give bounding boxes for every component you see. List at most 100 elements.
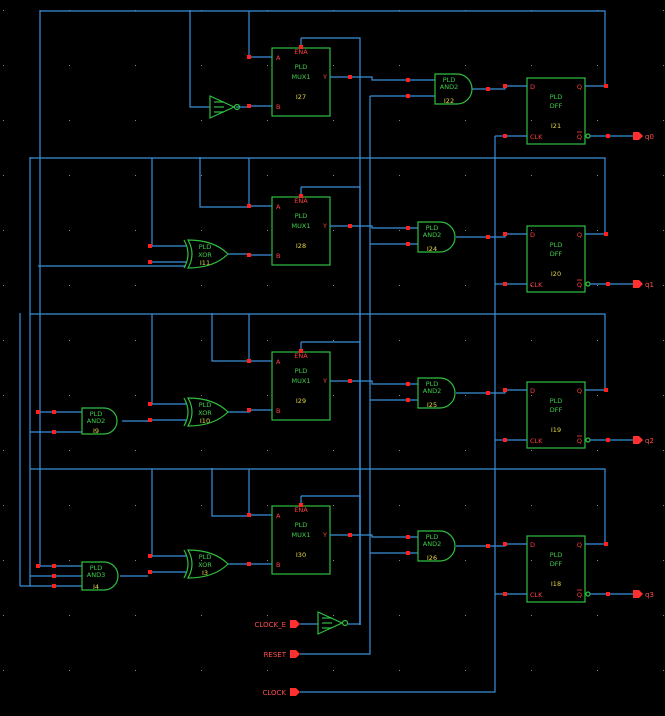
grid-dot: [267, 230, 268, 231]
grid-dot: [3, 285, 4, 286]
and-gate-row-3-inst: I26: [427, 554, 437, 562]
output-q0[interactable]: q0: [633, 132, 654, 141]
grid-dot: [333, 340, 334, 341]
grid-dot: [399, 395, 400, 396]
grid-dot: [135, 670, 136, 671]
mux-y-label: Y: [322, 222, 327, 230]
grid-dot: [399, 560, 400, 561]
dff-type-label: DFF: [550, 250, 563, 258]
output-q3[interactable]: q3: [633, 590, 654, 599]
pin-dot: [486, 391, 490, 395]
pin-dot: [247, 104, 251, 108]
input-reset[interactable]: RESET: [264, 650, 300, 659]
grid-dot: [399, 450, 400, 451]
grid-dot: [333, 175, 334, 176]
pin-dot: [406, 398, 410, 402]
mux-b-label: B: [276, 103, 280, 111]
pin-dot: [299, 194, 303, 198]
pin-dot: [247, 253, 251, 257]
output-q2[interactable]: q2: [633, 436, 654, 445]
input-clock[interactable]: CLOCK: [262, 688, 300, 697]
pin-dot: [604, 232, 608, 236]
q-feedback-2: [30, 313, 606, 390]
grid-dot: [3, 120, 4, 121]
grid-dot: [333, 505, 334, 506]
pin-dot: [52, 574, 56, 578]
input-port: [290, 620, 300, 628]
dff-q-label: Q: [577, 541, 582, 549]
grid-dot: [267, 395, 268, 396]
grid-dot: [465, 615, 466, 616]
grid-dot: [201, 65, 202, 66]
pin-dot: [348, 75, 352, 79]
grid-dot: [333, 285, 334, 286]
pin-dot: [503, 134, 507, 138]
grid-dot: [201, 340, 202, 341]
grid-dot: [333, 65, 334, 66]
grid-dot: [333, 450, 334, 451]
pin-dot: [406, 94, 410, 98]
grid-dot: [531, 230, 532, 231]
grid-dot: [597, 175, 598, 176]
mux-type-label: MUX1: [292, 73, 311, 81]
dff-type-label: DFF: [550, 560, 563, 568]
grid-dot: [597, 230, 598, 231]
and-to-dff-1: [456, 234, 506, 238]
xor-gate-3-pld: PLD: [199, 553, 212, 561]
mux-body: [271, 351, 331, 421]
grid-dot: [135, 505, 136, 506]
grid-dot: [465, 340, 466, 341]
grid-dot: [597, 120, 598, 121]
grid-dot: [69, 340, 70, 341]
pin-dot: [52, 564, 56, 568]
grid-dot: [333, 120, 334, 121]
and-gate-row-1-type: AND2: [423, 231, 441, 239]
grid-dot: [531, 450, 532, 451]
dff-d-label: D: [530, 83, 535, 91]
grid-dot: [267, 65, 268, 66]
grid-dot: [663, 395, 664, 396]
grid-dot: [3, 230, 4, 231]
grid-dot: [201, 505, 202, 506]
output-q0-label: q0: [645, 133, 654, 141]
output-q1[interactable]: q1: [633, 280, 654, 289]
grid-dot: [267, 175, 268, 176]
grid-dot: [531, 285, 532, 286]
grid-dot: [135, 560, 136, 561]
not-gate-clock-e[interactable]: [317, 611, 349, 635]
a-feed-row1: [199, 157, 250, 208]
not-gate-top[interactable]: [209, 95, 241, 119]
grid-dot: [663, 230, 664, 231]
grid-dot: [663, 615, 664, 616]
mux-a-label: A: [276, 358, 281, 366]
and-gate-row-2-pld: PLD: [426, 380, 439, 388]
grid-dot: [465, 120, 466, 121]
grid-dot: [531, 505, 532, 506]
grid-dot: [399, 120, 400, 121]
grid-dot: [267, 285, 268, 286]
pin-dot: [148, 244, 152, 248]
grid-dot: [3, 615, 4, 616]
grid-dot: [69, 670, 70, 671]
grid-dot: [3, 450, 4, 451]
input-clock-e[interactable]: CLOCK_E: [255, 620, 300, 629]
pin-dot: [606, 438, 610, 442]
